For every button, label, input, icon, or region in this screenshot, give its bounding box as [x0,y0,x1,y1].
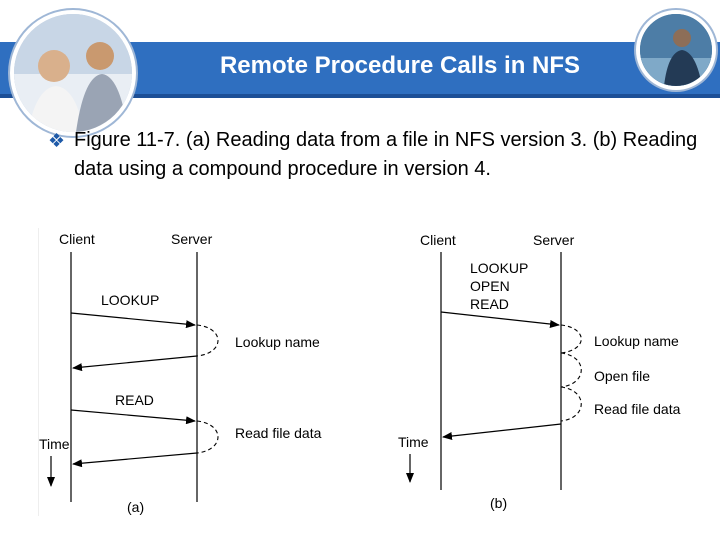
diagram-b: Client Server LOOKUP OPEN READ Lookup na… [398,232,681,511]
client-label-b: Client [420,232,456,248]
panel-label-b: (b) [490,495,507,511]
server-action-open-b: Open file [594,368,650,384]
people-photo-left [10,10,136,136]
processing-loop-read-b [560,386,582,422]
time-label-b: Time [398,434,429,450]
client-label-a: Client [59,231,95,247]
processing-loop-open-b [560,352,582,388]
request-label-read-b: READ [470,296,509,312]
person-photo-right-art [640,14,712,86]
diagram-a-panel: Client Server LOOKUP Lookup name READ Re… [38,228,344,516]
server-action-read-b: Read file data [594,401,681,417]
server-label-a: Server [171,231,213,247]
slide-title: Remote Procedure Calls in NFS [219,52,581,79]
title-bar-shade [0,94,720,98]
diagram-a: Client Server LOOKUP Lookup name READ Re… [39,231,322,515]
processing-loop-read-a [196,420,219,454]
figure-caption: ❖ Figure 11-7. (a) Reading data from a f… [48,126,698,184]
time-label-a: Time [39,436,70,452]
compound-request-arrow-b [440,311,560,328]
request-arrow-lookup-a [70,312,196,329]
server-action-read-a: Read file data [235,425,322,441]
request-label-lookup-b: LOOKUP [470,260,528,276]
panel-label-a: (a) [127,499,144,515]
server-label-b: Server [533,232,575,248]
diagram-b-panel: Client Server LOOKUP OPEN READ Lookup na… [398,228,698,516]
server-action-lookup-a: Lookup name [235,334,320,350]
diamond-bullet-icon: ❖ [48,131,66,152]
person-photo-right [636,10,716,90]
request-label-lookup-a: LOOKUP [101,292,159,308]
compound-reply-arrow-b [442,423,562,440]
processing-loop-lookup-a [196,324,219,357]
reply-arrow-read-a [72,452,198,468]
processing-loop-lookup-b [560,324,582,354]
people-photo-left-art [14,14,132,132]
request-label-read-a: READ [115,392,154,408]
figure-caption-text: Figure 11-7. (a) Reading data from a fil… [74,129,698,180]
request-label-open-b: OPEN [470,278,510,294]
request-arrow-read-a [70,409,196,425]
reply-arrow-lookup-a [72,355,198,372]
server-action-lookup-b: Lookup name [594,333,679,349]
